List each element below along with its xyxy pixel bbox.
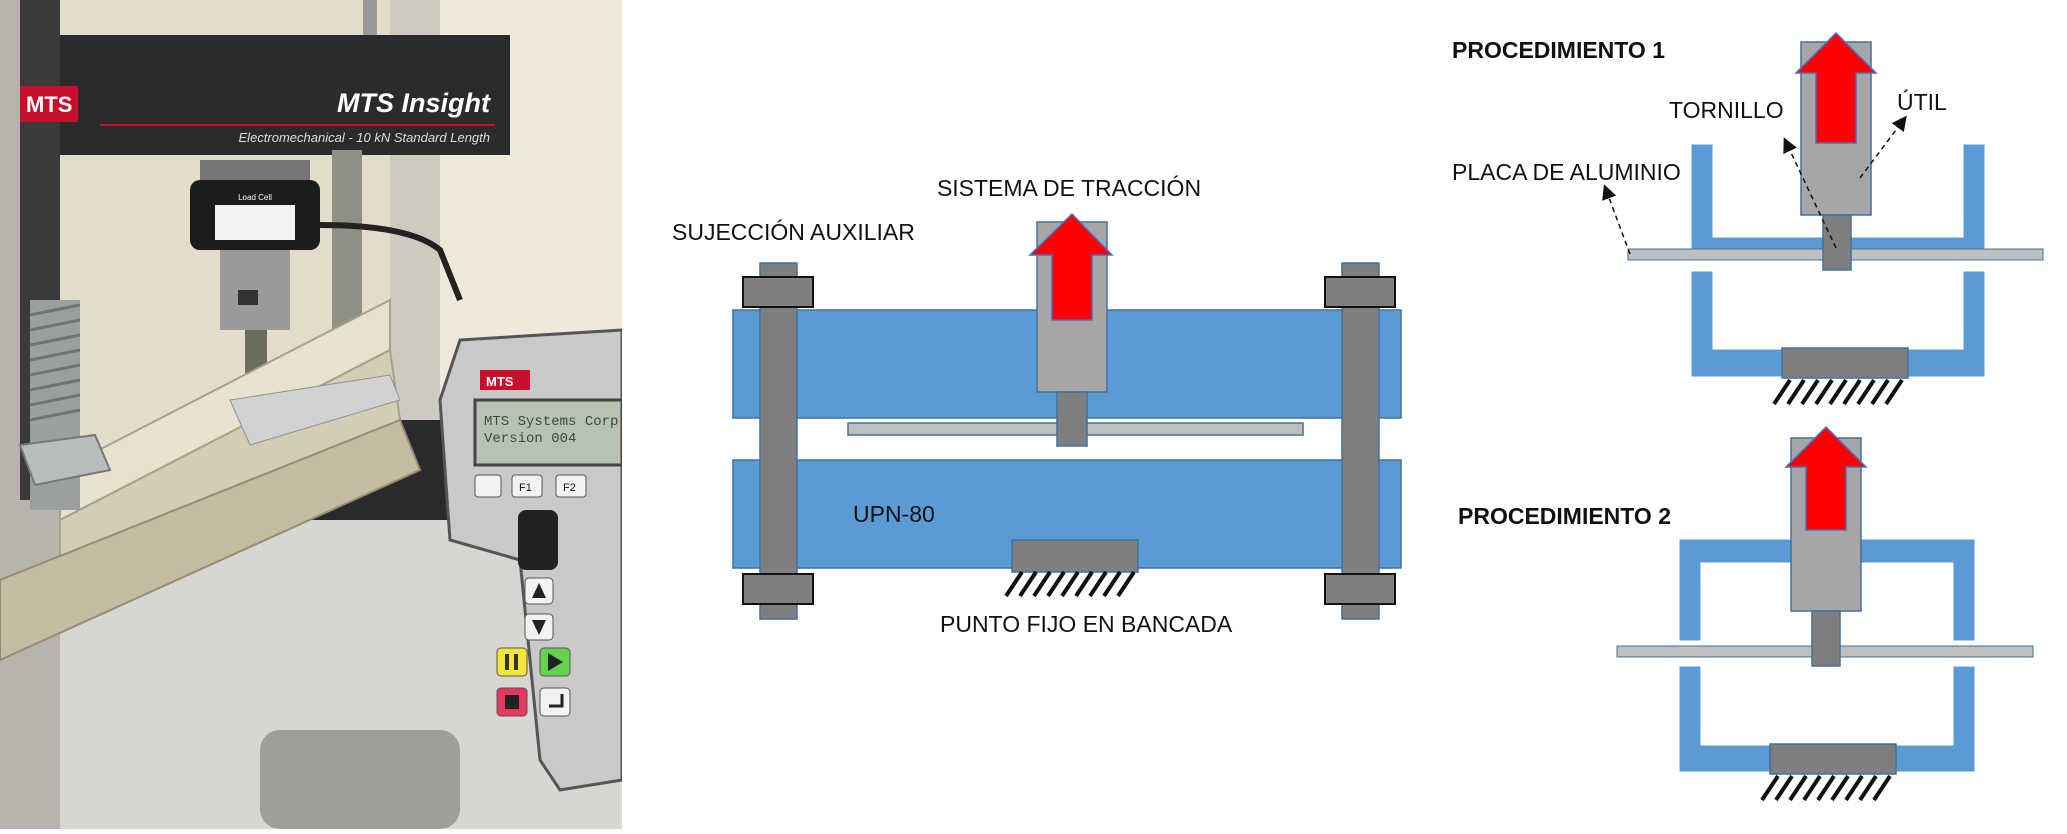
pendant-screen-line1: MTS Systems Corp. (484, 414, 622, 430)
pendant-screen-line2: Version 004 (484, 431, 576, 447)
left-bottom-nut (742, 573, 814, 605)
procedure-2-diagram: PROCEDIMIENTO 2 (1458, 425, 2034, 802)
p1-ground-hatch-icon (1772, 378, 1904, 406)
right-bottom-nut (1324, 573, 1396, 605)
machine-subtitle: Electromechanical - 10 kN Standard Lengt… (239, 130, 490, 145)
p1-tool-leader (1859, 115, 1907, 179)
mts-badge-text: MTS (26, 92, 72, 117)
testing-machine-photo: MTS MTS Insight Electromechanical - 10 k… (0, 0, 622, 829)
p1-screw (1822, 214, 1852, 271)
enter-icon (549, 694, 564, 708)
traction-arrow-icon (1028, 212, 1114, 321)
pendant-jog-knob (518, 510, 558, 570)
pendant-screen (473, 398, 622, 467)
p1-label-plate: PLACA DE ALUMINIO (1452, 159, 1681, 185)
stop-icon (505, 695, 519, 709)
handheld-pendant: MTS MTS Systems Corp. Version 004 F1 F2 (438, 328, 622, 792)
play-icon (548, 653, 563, 671)
p2-support-block (1769, 743, 1897, 775)
fixed-support-block (1011, 539, 1139, 573)
down-arrow-icon (532, 620, 546, 635)
photo-illustration: MTS MTS Insight Electromechanical - 10 k… (0, 0, 622, 829)
label-tension-system: SISTEMA DE TRACCIÓN (937, 175, 1201, 201)
aluminium-plate-photo (229, 374, 401, 446)
procedure-2-title: PROCEDIMIENTO 2 (1458, 503, 1671, 529)
pendant-key-f1: F1 (519, 482, 532, 494)
right-bolt (1341, 262, 1380, 620)
label-upn: UPN-80 (853, 501, 935, 527)
p1-plate-leader (1602, 184, 1631, 255)
p1-support-block (1781, 347, 1909, 379)
procedure-1-diagram: PROCEDIMIENTO 1 TORNILLO ÚTIL PL (1452, 31, 2044, 406)
up-arrow-icon (532, 583, 546, 598)
procedure-1-title: PROCEDIMIENTO 1 (1452, 37, 1665, 63)
mts-badge (20, 86, 78, 122)
ground-hatch-icon (1004, 570, 1136, 598)
left-top-nut (742, 276, 814, 308)
p2-ground-hatch-icon (1760, 774, 1892, 802)
right-top-nut (1324, 276, 1396, 308)
pause-icon (505, 654, 509, 670)
p2-screw (1811, 610, 1841, 667)
load-cell-label: Load Cell (238, 193, 272, 202)
p1-label-tool: ÚTIL (1897, 89, 1947, 115)
p1-traction-arrow-icon (1794, 31, 1878, 144)
crosshead (60, 35, 510, 155)
schematic-diagrams: SISTEMA DE TRACCIÓN SUJECCIÓN AUXILIAR U… (672, 31, 2044, 802)
left-bolt (759, 262, 798, 620)
p2-traction-arrow-icon (1784, 425, 1868, 531)
label-fixed-point: PUNTO FIJO EN BANCADA (940, 611, 1233, 637)
pendant-badge: MTS (486, 374, 514, 389)
p1-screw-leader (1783, 137, 1837, 249)
pendant-key-f2: F2 (563, 482, 576, 494)
p1-label-screw: TORNILLO (1669, 97, 1784, 123)
machine-name: MTS Insight (337, 88, 491, 118)
traction-screw (1056, 391, 1088, 447)
label-aux-clamp: SUJECCIÓN AUXILIAR (672, 219, 915, 245)
hex-nut (18, 433, 112, 487)
diagram-panel: SISTEMA DE TRACCIÓN SUJECCIÓN AUXILIAR U… (622, 0, 2067, 829)
main-setup-diagram: SISTEMA DE TRACCIÓN SUJECCIÓN AUXILIAR U… (672, 175, 1402, 637)
